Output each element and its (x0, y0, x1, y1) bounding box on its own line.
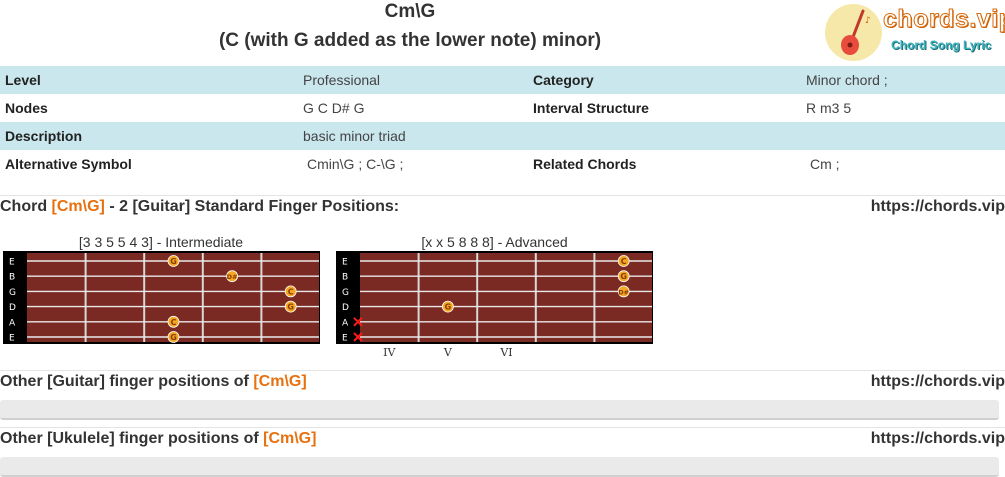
level-label: Level (0, 66, 298, 94)
positions-heading-chord: [Cm\G] (51, 198, 105, 215)
finger-dot (617, 285, 630, 298)
muted-string-icon (353, 332, 363, 342)
string-label: A (342, 318, 349, 328)
related-label: Related Chords (533, 156, 637, 172)
string-label: D (9, 303, 16, 313)
other-guitar-heading: Other [Guitar] finger positions of [Cm\G… (0, 373, 307, 391)
fret-number: VI (499, 346, 512, 359)
info-row-nodes: Nodes G C D# G Interval Structure R m3 5 (0, 94, 1005, 122)
finger-note: C (621, 257, 627, 266)
string-label: E (342, 258, 348, 268)
string-label: A (9, 318, 16, 328)
fret-number: V (443, 346, 453, 359)
category-value: Minor chord ; (801, 66, 1005, 94)
fret-number: IV (383, 346, 396, 359)
finger-dot (284, 285, 297, 298)
category-label: Category (528, 66, 801, 94)
finger-note: G (620, 272, 627, 281)
finger-note: G (445, 303, 452, 312)
related-value[interactable]: Cm ; (801, 150, 1005, 178)
string-label: E (9, 258, 15, 268)
info-row-level: Level Professional Category Minor chord … (0, 66, 1005, 94)
logo-wordmark: chords.vip (882, 5, 1005, 34)
page-title: Cm\G (384, 1, 436, 22)
chord-info-table: Level Professional Category Minor chord … (0, 66, 1005, 178)
finger-dot (617, 270, 630, 283)
string-label: B (342, 273, 348, 283)
description-label: Description (0, 122, 298, 150)
level-value: Professional (298, 66, 528, 94)
divider (0, 427, 1005, 428)
other-ukulele-heading: Other [Ukulele] finger positions of [Cm\… (0, 430, 316, 448)
finger-note: C (171, 318, 177, 327)
string-label: E (342, 334, 348, 344)
finger-dot (617, 255, 630, 267)
site-url[interactable]: https://chords.vip (870, 373, 1005, 390)
finger-dot (284, 300, 297, 313)
site-url[interactable]: https://chords.vip (870, 198, 1005, 215)
chord-diagram-caption: [x x 5 8 8 8] - Advanced (421, 234, 568, 250)
description-value: basic minor triad (298, 122, 528, 150)
string-label: G (342, 288, 349, 298)
finger-note: D# (618, 288, 629, 296)
other-guitar-prefix: Other [Guitar] finger positions of (0, 373, 254, 390)
other-ukulele-chord: [Cm\G] (263, 430, 317, 447)
info-row-alternative: Alternative Symbol Cmin\G ; C-\G ; Relat… (0, 150, 1005, 178)
other-guitar-positions-bar[interactable] (0, 400, 999, 420)
finger-dot (226, 270, 239, 283)
divider (0, 195, 1005, 196)
finger-note: G (170, 257, 177, 266)
string-label: B (9, 273, 15, 283)
finger-dot (167, 315, 180, 328)
page-subtitle: (C (with G added as the lower note) mino… (218, 30, 602, 51)
finger-note: G (287, 303, 294, 312)
finger-dot (442, 300, 454, 313)
divider (0, 370, 1005, 371)
finger-note: C (288, 287, 294, 296)
finger-dot (167, 331, 180, 343)
chord-diagram-caption: [3 3 5 5 4 3] - Intermediate (78, 234, 244, 250)
positions-heading-suffix: - 2 [Guitar] Standard Finger Positions: (104, 198, 400, 215)
fretboard (360, 253, 652, 342)
logo-tagline: Chord Song Lyric (891, 38, 992, 52)
nodes-value: G C D# G (303, 100, 365, 116)
site-url[interactable]: https://chords.vip (870, 430, 1005, 447)
interval-value: R m3 5 (806, 100, 852, 116)
site-logo[interactable]: ♪ chords.vip Chord Song Lyric (823, 3, 1005, 63)
muted-string-icon (353, 317, 363, 327)
finger-dot (167, 255, 180, 267)
nodes-label: Nodes (5, 100, 48, 116)
interval-label: Interval Structure (533, 100, 649, 116)
other-guitar-chord: [Cm\G] (253, 373, 307, 390)
guitar-icon: ♪ (841, 9, 871, 55)
positions-heading-prefix: Chord (0, 198, 52, 215)
finger-note: G (170, 333, 177, 342)
other-ukulele-positions-bar[interactable] (0, 457, 999, 477)
svg-text:♪: ♪ (865, 16, 871, 26)
related-chord-link[interactable]: Cm ; (810, 156, 840, 172)
positions-heading: Chord [Cm\G] - 2 [Guitar] Standard Finge… (0, 198, 399, 216)
string-label: E (9, 334, 15, 344)
string-label: D (342, 303, 349, 313)
altsym-label: Alternative Symbol (5, 156, 132, 172)
altsym-value: Cmin\G ; C-\G ; (307, 156, 404, 172)
finger-note: D# (227, 273, 238, 281)
info-row-description: Description basic minor triad (0, 122, 1005, 150)
page-header: Cm\G (C (with G added as the lower note)… (0, 0, 1005, 62)
string-label: G (9, 288, 16, 298)
other-ukulele-prefix: Other [Ukulele] finger positions of (0, 430, 264, 447)
